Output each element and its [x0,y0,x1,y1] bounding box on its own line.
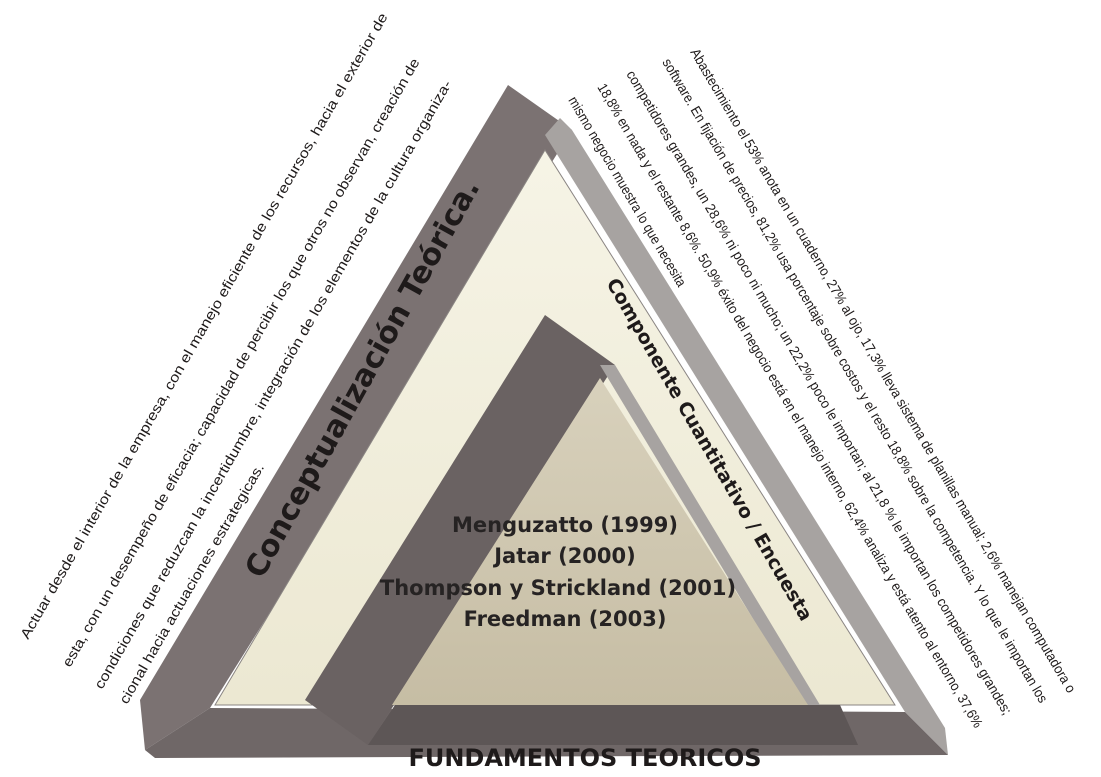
reference-item: Menguzatto (1999) [452,513,678,537]
inner-triangle [392,378,808,705]
frame-left-arm [140,85,572,750]
reference-item: Jatar (2000) [492,544,636,568]
reference-item: Freedman (2003) [464,607,667,631]
reference-list: Menguzatto (1999) Jatar (2000) Thompson … [380,513,736,631]
inner-frame-bottom-bar [368,705,858,745]
frame-right-arm [545,118,948,755]
inner-frame-left-bar [305,315,615,745]
inner-frame-right-edge [600,365,820,705]
bottom-label: FUNDAMENTOS TEORICOS [408,744,761,772]
reference-item: Thompson y Strickland (2001) [380,576,736,600]
